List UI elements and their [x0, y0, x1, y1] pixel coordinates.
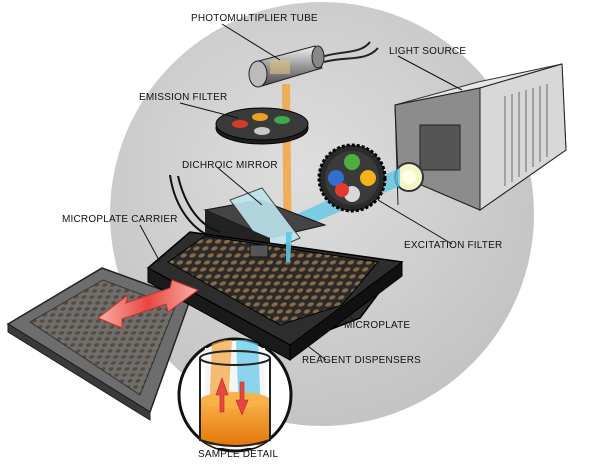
label-microplate-carrier: MICROPLATE CARRIER — [62, 214, 178, 225]
leader-lines — [139, 23, 463, 361]
label-sample-detail: SAMPLE DETAIL — [198, 449, 279, 460]
photomultiplier-tube — [248, 41, 379, 88]
label-dichroic-mirror: DICHROIC MIRROR — [182, 160, 278, 171]
sample-detail-inset — [177, 337, 293, 453]
label-reagent-dispensers: REAGENT DISPENSERS — [302, 355, 422, 366]
label-photomultiplier-tube: PHOTOMULTIPLIER TUBE — [191, 13, 318, 24]
excitation-filter-wheel — [317, 143, 387, 213]
label-light-source: LIGHT SOURCE — [389, 46, 467, 57]
cable — [177, 175, 221, 233]
label-excitation-filter: EXCITATION FILTER — [404, 240, 503, 251]
light-source — [394, 63, 567, 211]
emission-filter-wheel — [215, 107, 309, 145]
label-emission-filter: EMISSION FILTER — [139, 92, 228, 103]
excitation-beam-well — [286, 232, 292, 262]
carrier-motion-arrow — [97, 279, 200, 329]
label-microplate: MICROPLATE — [344, 320, 411, 331]
